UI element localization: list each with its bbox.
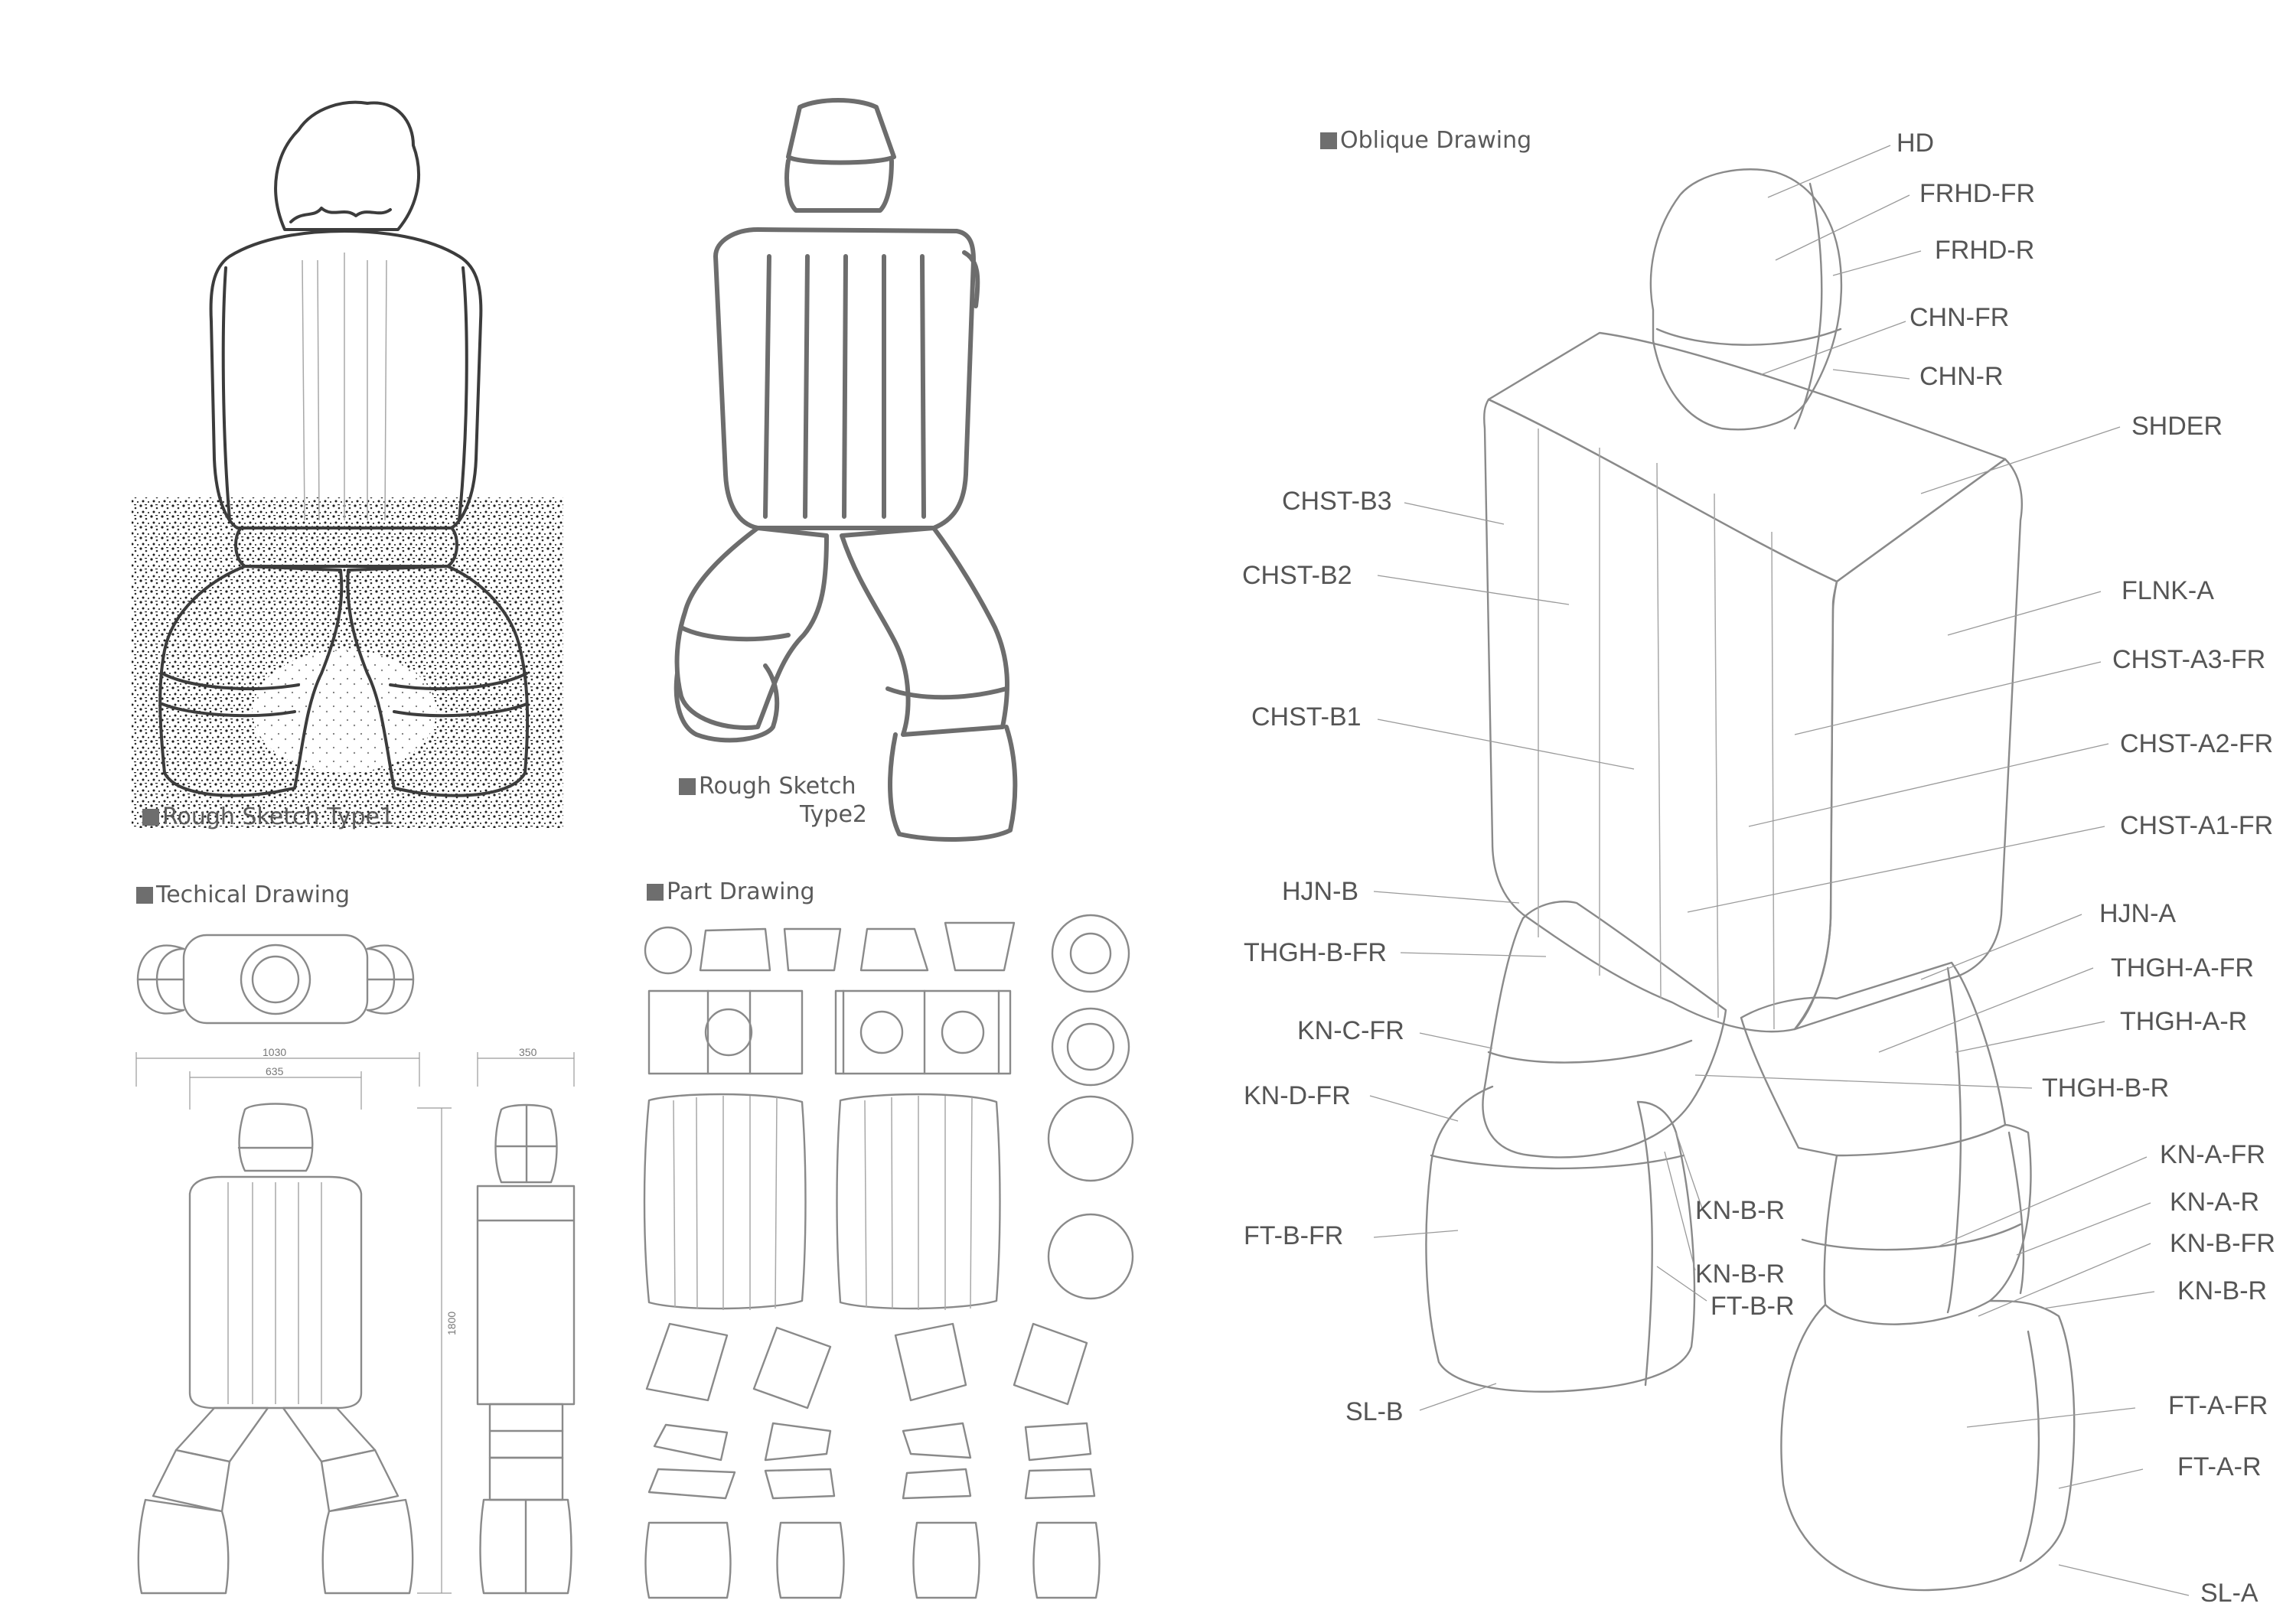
callout-label: CHN-R [1919, 362, 2004, 391]
callout-label: HJN-A [2099, 899, 2177, 928]
ground-highlight [253, 650, 436, 773]
sketch2-right-leg [840, 526, 1009, 737]
dim-overall-width: 1030 [263, 1046, 287, 1058]
callout-label: HJN-B [1282, 877, 1359, 906]
sketch2-torso [713, 227, 976, 530]
callout-label: KN-A-FR [2160, 1140, 2265, 1169]
callout-label: FT-B-FR [1244, 1221, 1344, 1250]
top-view [136, 934, 415, 1025]
rough-sketch-type1 [132, 100, 563, 828]
head [1649, 168, 1843, 431]
rough-sketch-type2-title: Rough Sketch [679, 773, 856, 800]
callout-label: SL-A [2200, 1579, 2258, 1608]
sketch1-torso [209, 230, 483, 530]
callout-label: SL-B [1345, 1397, 1404, 1426]
callout-label: FLNK-A [2122, 576, 2214, 605]
part-drawing-title: Part Drawing [647, 878, 815, 905]
right-foot [1780, 1299, 2076, 1592]
oblique-drawing [1425, 168, 2076, 1592]
square-marker-icon [136, 887, 153, 904]
callout-label: KN-B-R [1695, 1196, 1786, 1225]
dimension-lines [135, 1052, 575, 1594]
callout-label: THGH-B-FR [1244, 938, 1387, 967]
callout-label: KN-C-FR [1297, 1016, 1404, 1045]
rough-sketch-type1-title: Rough Sketch Type1 [142, 803, 394, 830]
left-thigh [1482, 901, 1727, 1159]
callout-label: THGH-A-FR [2111, 953, 2254, 983]
callout-label: FT-A-FR [2168, 1391, 2268, 1420]
callout-label: KN-D-FR [1244, 1081, 1351, 1110]
callout-label: FRHD-FR [1919, 179, 2036, 208]
callout-label: THGH-A-R [2120, 1007, 2248, 1036]
technical-drawing-title: Techical Drawing [136, 882, 350, 908]
square-marker-icon [1320, 132, 1337, 149]
left-lower-leg [1425, 1085, 1696, 1393]
dim-height: 1800 [445, 1311, 458, 1335]
callout-label: FT-A-R [2177, 1452, 2262, 1481]
oblique-title: Oblique Drawing [1320, 127, 1531, 154]
rough-sketch-type2-subtitle: Type2 [800, 801, 867, 828]
square-marker-icon [679, 778, 696, 795]
callout-label: HD [1896, 129, 1935, 158]
side-view [476, 1103, 576, 1595]
leader-lines [1369, 145, 2190, 1596]
head-hair [274, 100, 421, 231]
part-drawing [643, 914, 1134, 1599]
sketch2-head [786, 98, 896, 165]
sketch2-left-leg [674, 526, 829, 730]
callout-label: KN-B-R [1695, 1260, 1786, 1289]
right-thigh [1740, 961, 2007, 1157]
callout-label: THGH-B-R [2042, 1074, 2170, 1103]
front-view [137, 1103, 414, 1595]
callout-label: SHDER [2131, 412, 2223, 441]
callout-label: CHST-A1-FR [2120, 811, 2274, 840]
callout-label: CHST-B1 [1251, 702, 1362, 732]
dim-inner-width: 635 [266, 1065, 284, 1077]
technical-drawing [135, 934, 576, 1595]
callout-label: CHST-B2 [1242, 561, 1352, 590]
rough-sketch-type2 [673, 98, 1018, 842]
chest-front-face [1483, 398, 1838, 1033]
callout-label: FRHD-R [1935, 236, 2035, 265]
callout-label: FT-B-R [1711, 1292, 1795, 1321]
callout-label: KN-B-FR [2170, 1229, 2275, 1258]
callout-label: KN-A-R [2170, 1188, 2260, 1217]
callout-label: CHST-A2-FR [2120, 729, 2274, 758]
sketch1-left-leg [158, 565, 344, 797]
callout-label: CHST-B3 [1282, 487, 1392, 516]
square-marker-icon [647, 884, 664, 901]
callout-label: CHN-FR [1910, 303, 2010, 332]
callout-label: KN-B-R [2177, 1276, 2268, 1305]
sketch1-right-leg [346, 565, 530, 797]
square-marker-icon [142, 809, 159, 826]
dim-depth: 350 [519, 1046, 537, 1058]
callout-label: CHST-A3-FR [2112, 645, 2266, 674]
